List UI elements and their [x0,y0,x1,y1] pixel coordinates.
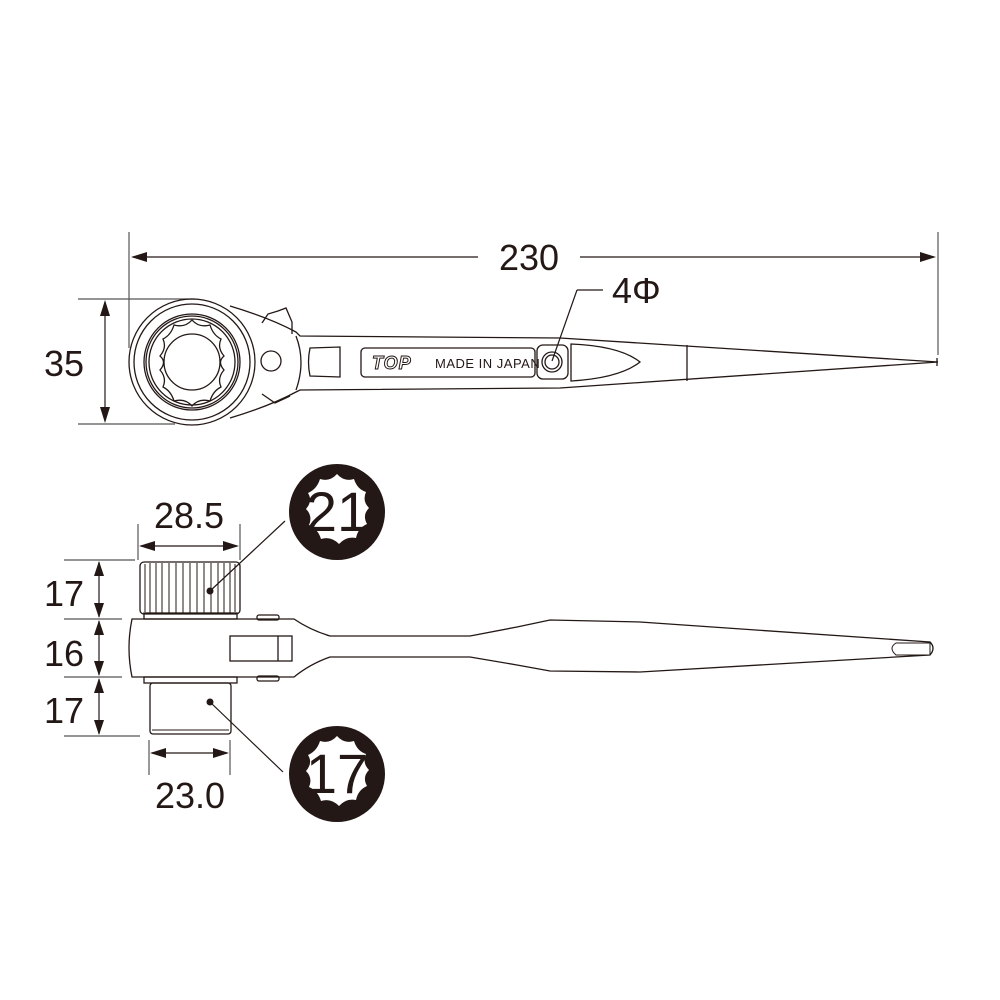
head-thickness-label: 16 [44,633,84,674]
length-dimension: 230 [128,232,939,355]
hole-dim-label: 4Φ [612,270,661,311]
side-view: 28.5 17 16 17 [44,495,934,816]
bottom-socket-height-label: 17 [44,690,84,731]
origin-label: MADE IN JAPAN [435,356,540,371]
height-dimension: 35 [44,298,195,425]
top-socket-width-dimension: 28.5 [137,495,241,560]
badge-21-label: 21 [306,480,368,543]
height-dim-label: 35 [44,343,84,384]
vertical-dimensions: 17 16 17 [44,559,140,737]
top-socket-height-label: 17 [44,573,84,614]
bottom-socket [143,676,238,735]
bottom-socket-width-dimension: 23.0 [148,740,231,816]
top-view: 230 35 [44,232,939,426]
badge-21: 21 [289,464,385,560]
badge-17-label: 17 [306,742,368,805]
top-socket-width-label: 28.5 [154,495,224,536]
hole-dimension: 4Φ [551,270,661,362]
wrench-top-outline: TOP MADE IN JAPAN [128,298,939,426]
top-socket [139,561,241,620]
badge-17: 17 [289,726,385,822]
wrench-side-outline [128,614,934,682]
bottom-socket-width-label: 23.0 [155,775,225,816]
length-dim-label: 230 [499,237,559,278]
brand-logo: TOP [372,353,412,373]
